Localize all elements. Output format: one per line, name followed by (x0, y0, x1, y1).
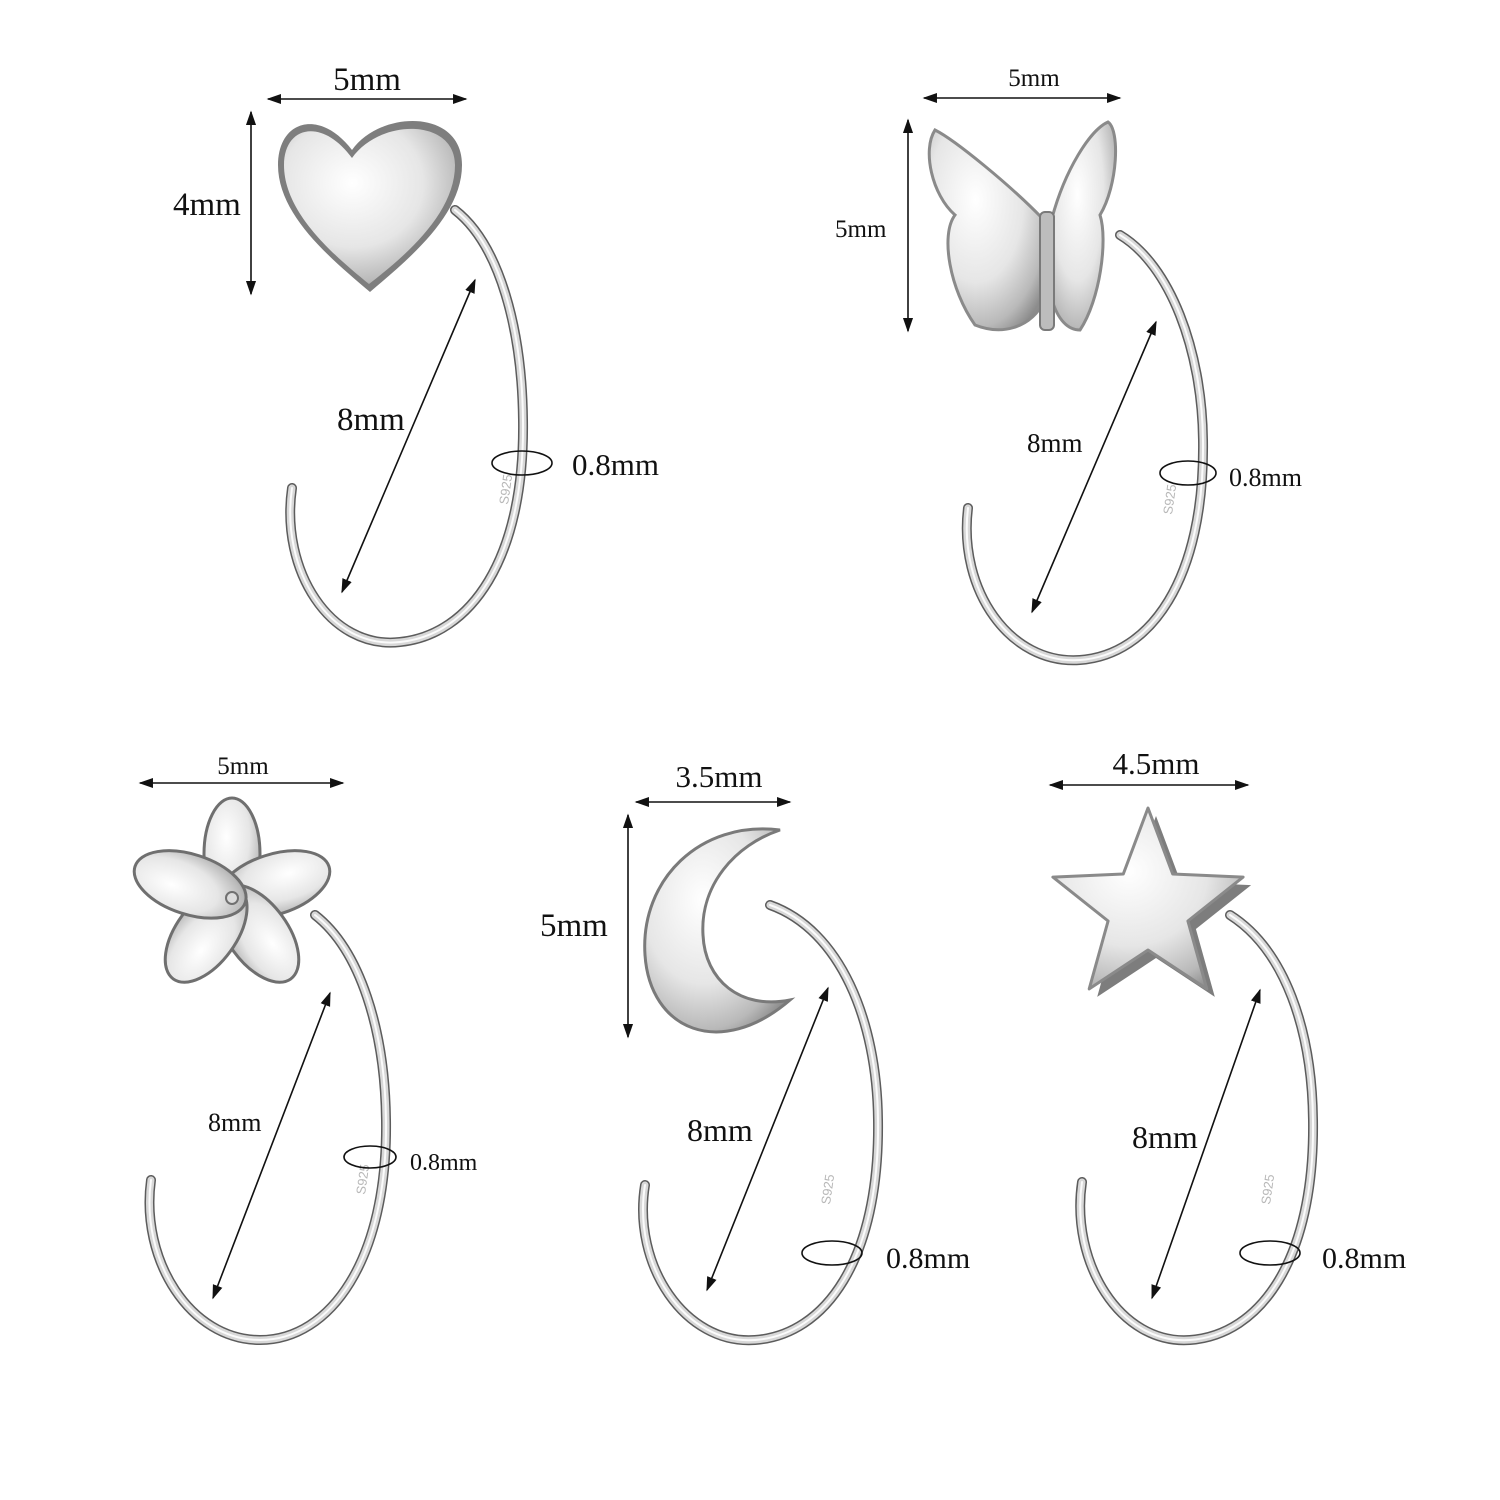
flower-diameter-arrow (212, 991, 331, 1300)
moon-charm (643, 827, 796, 1034)
butterfly-height-label: 5mm (835, 216, 887, 243)
star-width-label: 4.5mm (1113, 746, 1200, 781)
flower-diameter-label: 8mm (208, 1108, 261, 1137)
heart-diameter-arrow (341, 278, 476, 594)
butterfly-diameter-label: 8mm (1027, 428, 1083, 458)
moon-thickness-marker (801, 1240, 863, 1266)
heart-hoop-highlight (289, 209, 525, 644)
flower-thickness-marker (343, 1145, 397, 1169)
moon-hoop-highlight (642, 904, 880, 1342)
butterfly-right-wing (1050, 120, 1117, 332)
flower-thickness-label: 0.8mm (410, 1150, 478, 1176)
heart-thickness-label: 0.8mm (572, 447, 659, 482)
star-nose-ring: S925 4.5mm 8mm 0.8mm (1048, 746, 1406, 1346)
heart-height-label: 4mm (173, 187, 241, 223)
heart-hoop (286, 206, 527, 646)
star-diameter-arrow (1151, 988, 1261, 1300)
star-thickness-marker (1239, 1240, 1301, 1266)
ring-layer: S9255mm4mm8mm0.8mmS9255mm5mm8mm0.8mmS925… (132, 62, 1406, 1346)
butterfly-metal-stamp: S925 (1160, 483, 1179, 515)
star-hoop-highlight (1079, 914, 1315, 1342)
heart-thickness-marker (491, 450, 553, 476)
star-charm (1051, 806, 1245, 991)
star-metal-stamp: S925 (1258, 1173, 1277, 1205)
heart-nose-ring: S925 5mm 4mm 8mm 0.8mm (173, 62, 659, 648)
butterfly-thickness-label: 0.8mm (1229, 463, 1302, 492)
heart-width-label: 5mm (333, 62, 401, 98)
butterfly-diameter-arrow (1031, 320, 1157, 614)
flower-center (225, 891, 239, 905)
butterfly-width-label: 5mm (1008, 65, 1060, 92)
moon-diameter-arrow (706, 986, 829, 1292)
heart-charm (284, 128, 455, 284)
moon-diameter-label: 8mm (687, 1112, 753, 1148)
moon-metal-stamp: S925 (818, 1173, 837, 1205)
flower-nose-ring: S925 5mm 8mm 0.8mm (132, 753, 478, 1346)
butterfly-hoop-highlight (965, 234, 1205, 662)
butterfly-thickness-marker (1159, 460, 1217, 486)
moon-width-label: 3.5mm (676, 759, 763, 794)
heart-diameter-label: 8mm (337, 402, 405, 438)
flower-petal (132, 849, 248, 920)
moon-height-label: 5mm (540, 908, 608, 944)
flower-hoop-highlight (148, 914, 388, 1342)
moon-thickness-label: 0.8mm (886, 1242, 970, 1275)
butterfly-nose-ring: S925 5mm 5mm 8mm 0.8mm (835, 65, 1302, 666)
flower-width-label: 5mm (217, 753, 269, 780)
star-thickness-label: 0.8mm (1322, 1242, 1406, 1275)
flower-metal-stamp: S925 (353, 1163, 372, 1195)
butterfly-body (1039, 211, 1055, 331)
star-diameter-label: 8mm (1132, 1119, 1198, 1155)
heart-metal-stamp: S925 (496, 473, 515, 505)
moon-nose-ring: S925 3.5mm 5mm 8mm 0.8mm (540, 759, 970, 1346)
butterfly-left-wing (927, 128, 1047, 332)
